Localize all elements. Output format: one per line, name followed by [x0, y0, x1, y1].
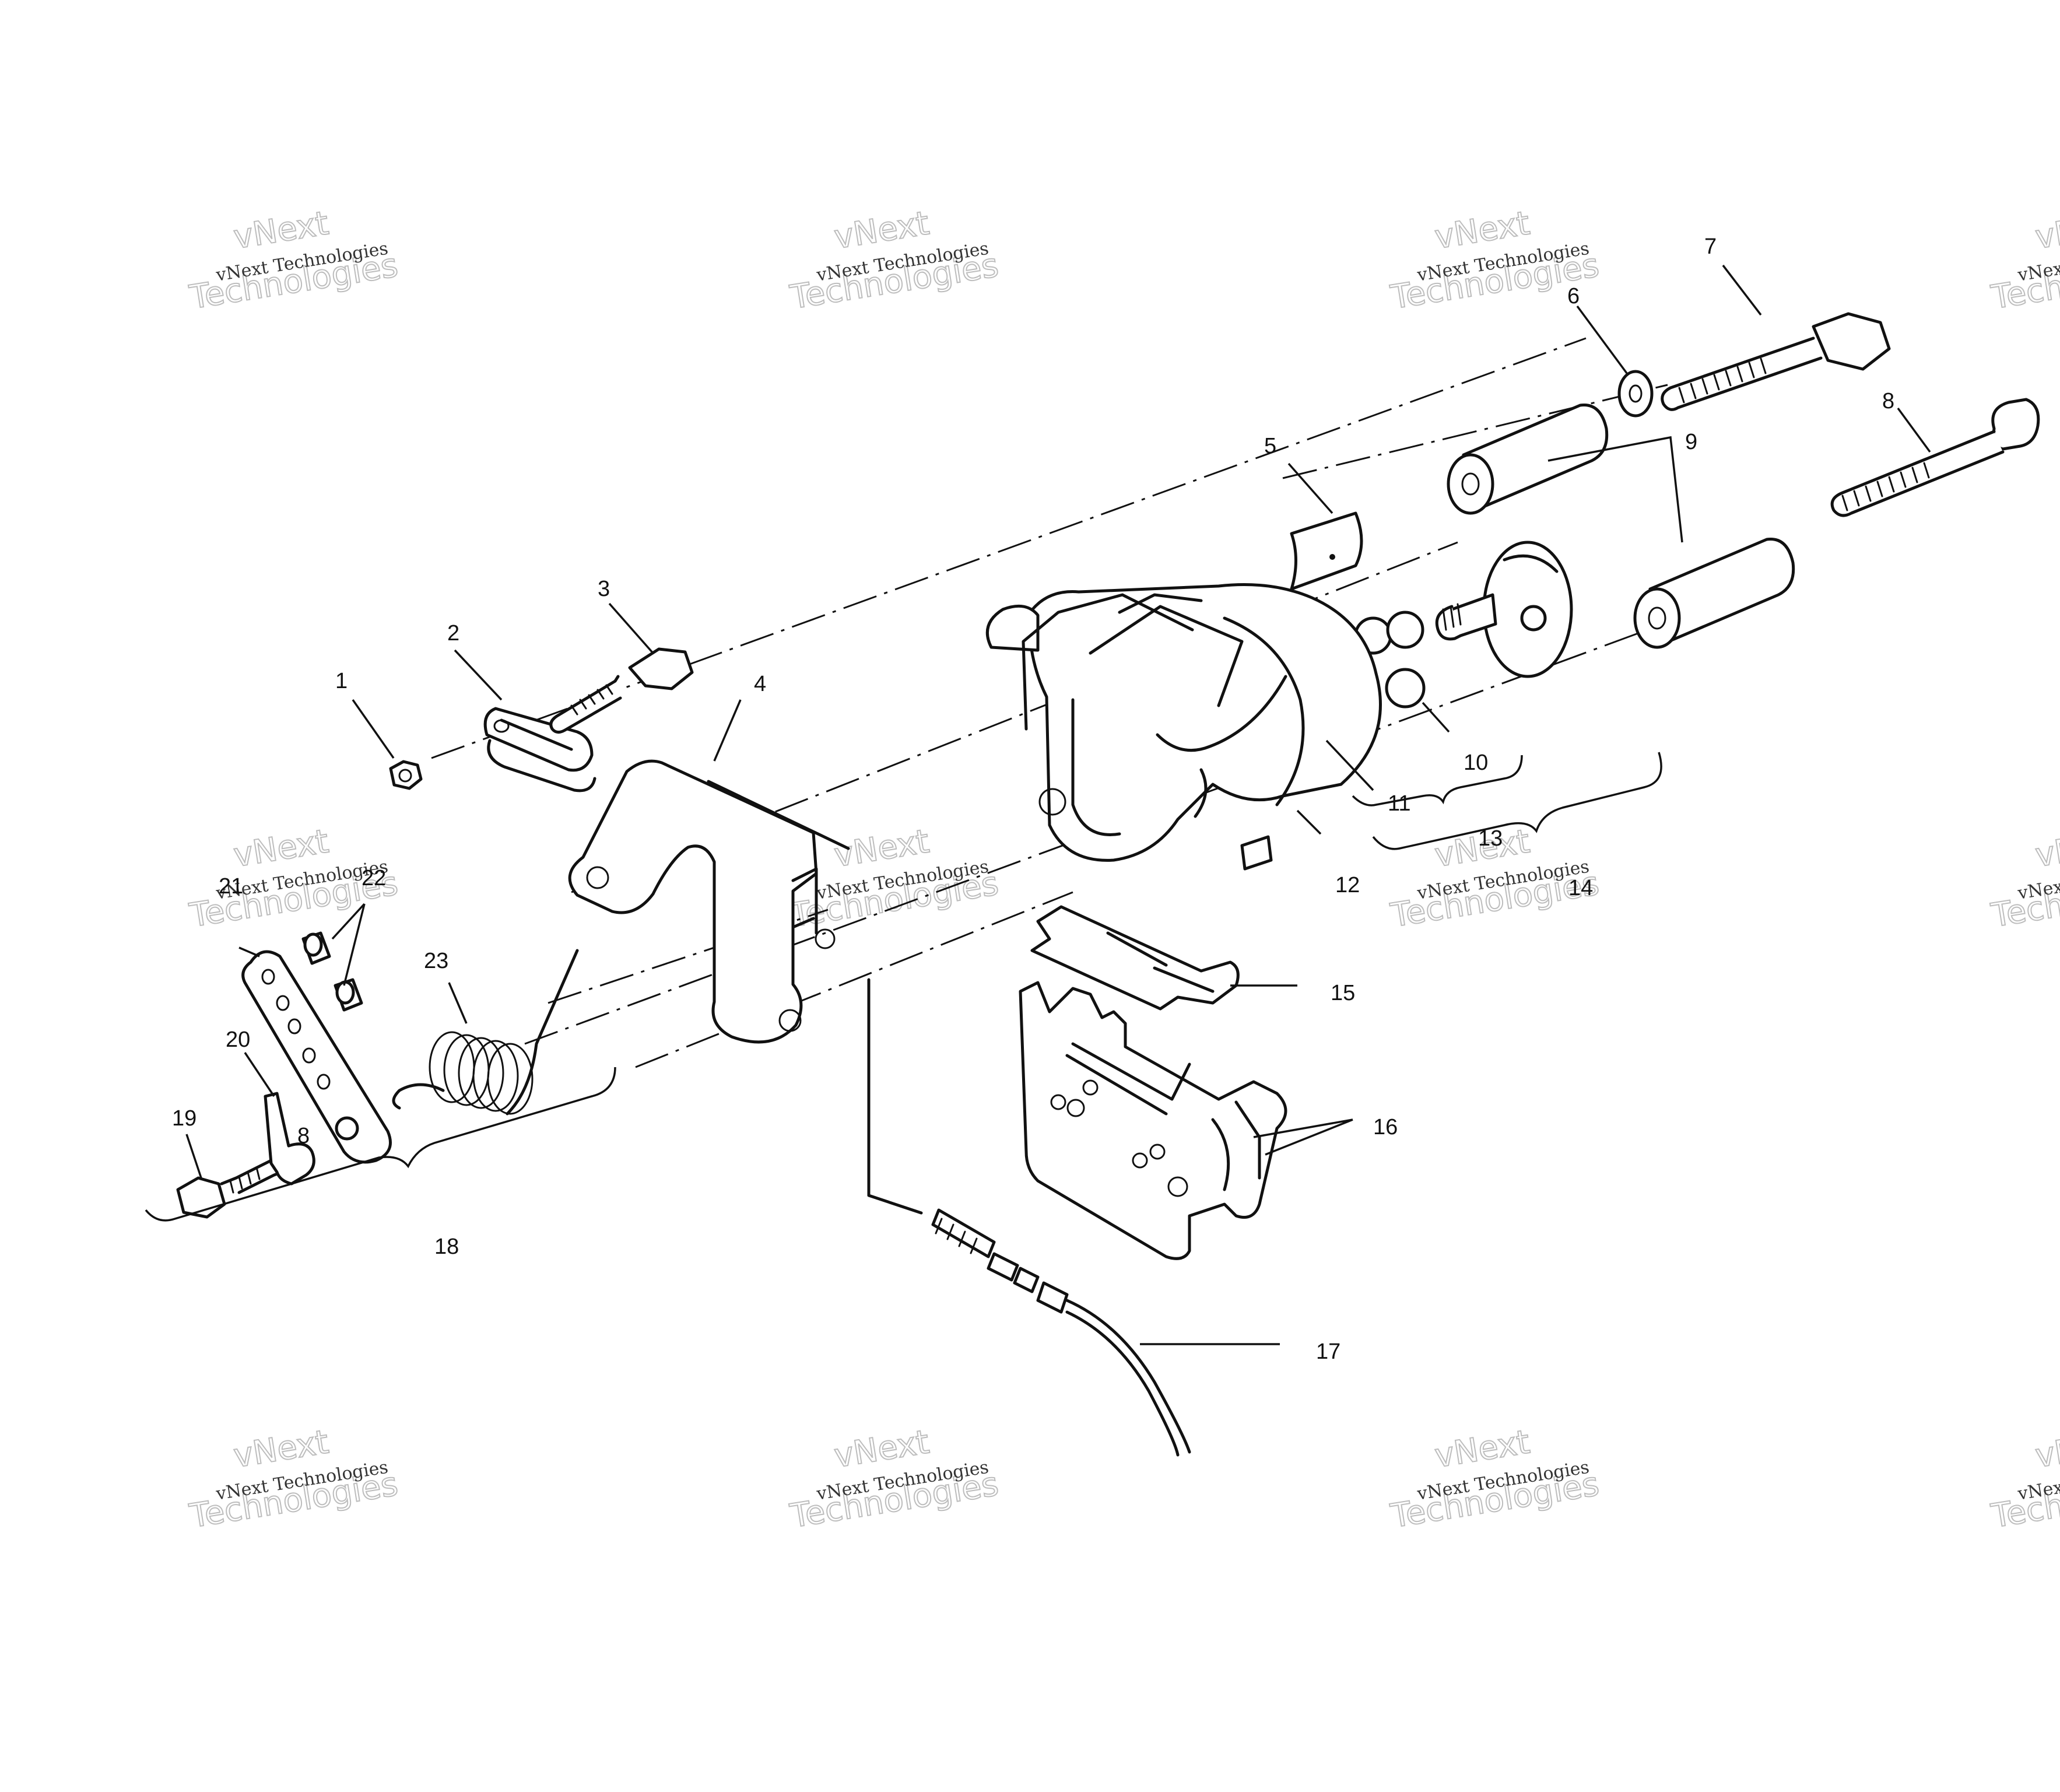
part-long-bolt — [1661, 312, 1891, 411]
watermark-text: vNext — [231, 1423, 331, 1475]
callout-23: 23 — [424, 949, 448, 973]
part-lever-arm — [241, 950, 392, 1164]
callout-14: 14 — [1568, 876, 1593, 900]
part-shim-plate — [1030, 905, 1240, 1011]
watermark-text: vNext — [1432, 1423, 1532, 1475]
part-torsion-spring — [392, 949, 579, 1116]
callout-11: 11 — [1388, 791, 1410, 816]
callout-19: 19 — [172, 1106, 196, 1131]
watermark-text: vNext — [831, 204, 932, 257]
part-cam-pinion — [1435, 541, 1573, 678]
callout-21: 21 — [219, 874, 243, 899]
watermark-text: vNext — [2033, 204, 2060, 257]
part-small-plate — [1290, 511, 1363, 591]
callout-12: 12 — [1335, 873, 1360, 897]
callout-2: 2 — [447, 621, 459, 646]
callout-4: 4 — [754, 672, 766, 696]
callout-18: 18 — [434, 1235, 459, 1259]
part-cable — [867, 978, 1191, 1457]
callout-22: 22 — [362, 866, 386, 890]
callout-6: 6 — [1567, 284, 1580, 308]
part-sleeve-upper — [1447, 404, 1609, 515]
watermark-text: vNext — [231, 204, 331, 257]
callout-16: 16 — [1373, 1115, 1398, 1139]
callout-8a: 8 — [1882, 389, 1894, 413]
part-socket-bolt — [1830, 398, 2040, 517]
callout-13: 13 — [1478, 826, 1503, 851]
watermark-text: vNext — [831, 1423, 932, 1475]
watermark-text: vNext — [2033, 1423, 2060, 1475]
leader-lines — [185, 264, 1931, 1345]
callout-labels: 1 2 3 4 5 6 7 8 8 9 10 11 12 13 14 15 16… — [172, 234, 1894, 1364]
part-washer — [1617, 370, 1654, 418]
part-bracket — [568, 759, 850, 1044]
group-braces — [145, 752, 1662, 1222]
part-bolt-19 — [176, 1158, 285, 1219]
part-bushings — [301, 931, 363, 1012]
callout-17: 17 — [1316, 1339, 1340, 1364]
part-bolt-small — [549, 647, 694, 734]
callout-9: 9 — [1685, 430, 1697, 454]
part-tab-washer — [264, 1092, 315, 1186]
part-brake-pads — [1019, 981, 1287, 1260]
part-nut — [389, 760, 423, 790]
part-caliper-body — [985, 583, 1382, 871]
watermark-text: vNext — [1432, 204, 1532, 257]
callout-10: 10 — [1464, 751, 1488, 775]
callout-20: 20 — [226, 1027, 250, 1052]
watermark-text: vNext — [2033, 822, 2060, 875]
callout-5: 5 — [1264, 434, 1276, 458]
callout-1: 1 — [335, 669, 348, 693]
part-sleeve-lower — [1633, 538, 1795, 649]
part-clevis — [483, 707, 596, 792]
callout-7: 7 — [1704, 234, 1717, 259]
callout-3: 3 — [598, 577, 610, 601]
callout-15: 15 — [1331, 981, 1355, 1005]
callout-8b: 8 — [297, 1124, 310, 1148]
watermark-text: vNext — [231, 822, 331, 875]
